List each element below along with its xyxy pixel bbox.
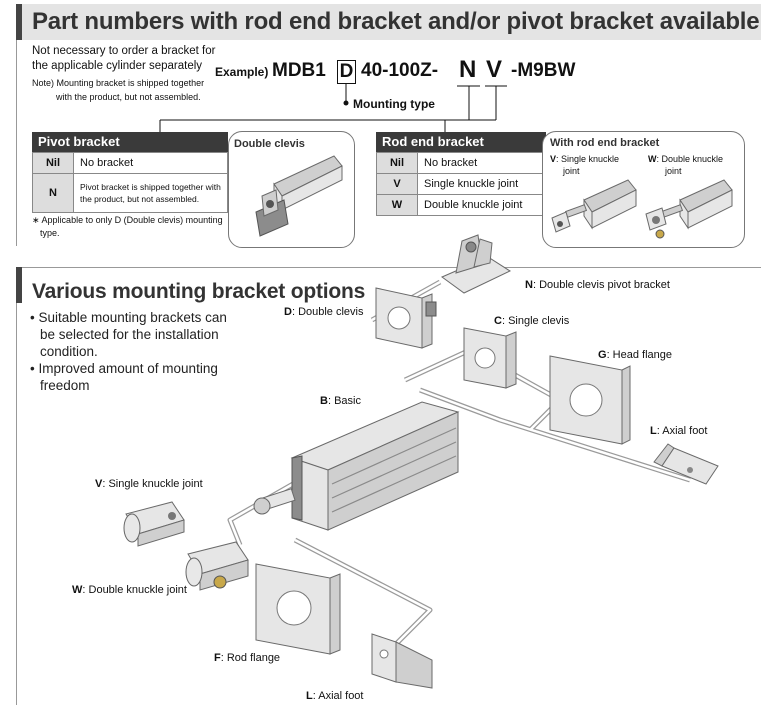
axial-foot-top-image: [653, 443, 719, 485]
double-knuckle-joint-image: [185, 541, 249, 591]
section1-header-bar: [16, 4, 761, 40]
note-main-line1: Not necessary to order a bracket for: [32, 45, 216, 57]
rod-end-key-nil: Nil: [376, 152, 418, 174]
example-pivot-code: N: [459, 56, 477, 83]
head-flange-image: [549, 355, 631, 445]
rod-flange-image: [255, 563, 341, 655]
rod-end-desc-nil: No bracket: [417, 152, 546, 174]
pivot-footnote-line1: ∗ Applicable to only D (Double clevis) m…: [32, 215, 223, 225]
double-clevis-box-title: Double clevis: [234, 138, 305, 150]
mounting-type-label: Mounting type: [353, 97, 435, 111]
double-clevis-bracket-image: [375, 287, 437, 349]
bullet-1-line3: condition.: [40, 344, 98, 359]
label-g: G: Head flange: [598, 349, 672, 361]
pivot-footnote-line2: type.: [40, 228, 60, 238]
rod-end-w-text1: : Double knuckle: [656, 154, 724, 164]
table-row: Nil No bracket: [32, 152, 228, 174]
note-sub-line2: with the product, but not assembled.: [56, 92, 201, 102]
section2-title: Various mounting bracket options: [32, 280, 366, 303]
bullet-1-line1: • Suitable mounting brackets can: [30, 310, 227, 325]
rod-end-desc-w: Double knuckle joint: [417, 194, 546, 216]
label-l-bottom: L: Axial foot: [306, 690, 364, 702]
example-connectors: [159, 84, 507, 132]
single-clevis-bracket-image: [463, 327, 517, 389]
double-clevis-pivot-bracket-image: [440, 234, 512, 294]
section1-header-accent: [16, 4, 22, 40]
rod-end-v-label: V: Single knuckle: [550, 153, 619, 165]
bullet-2-line1: • Improved amount of mounting: [30, 361, 218, 376]
rod-end-box-title: With rod end bracket: [550, 137, 660, 149]
label-l-top: L: Axial foot: [650, 425, 708, 437]
rod-end-v-image: [551, 179, 637, 233]
example-suffix: -M9BW: [511, 60, 576, 81]
pivot-bracket-header: Pivot bracket: [32, 132, 228, 152]
note-sub-line1: Note) Mounting bracket is shipped togeth…: [32, 78, 205, 88]
example-mount-code: D: [337, 60, 356, 84]
section1-title: Part numbers with rod end bracket and/or…: [32, 8, 760, 35]
table-row: N Pivot bracket is shipped together with…: [32, 173, 228, 213]
label-d: D: Double clevis: [284, 306, 364, 318]
example-label: Example): [215, 65, 269, 79]
rod-end-w-image: [645, 179, 733, 239]
example-prefix: MDB1: [272, 60, 326, 81]
rod-end-w-label2: joint: [665, 166, 682, 176]
bullet-2-line2: freedom: [40, 378, 90, 393]
label-f: F: Rod flange: [214, 652, 281, 664]
section2-top-rule: [16, 267, 761, 268]
rod-end-v-label2: joint: [563, 166, 580, 176]
pivot-desc-n: Pivot bracket is shipped together with t…: [73, 173, 228, 213]
rod-end-bracket-header: Rod end bracket: [376, 132, 546, 152]
bullet-1-line2: be selected for the installation: [40, 327, 219, 342]
bullet-2: • Improved amount of mounting freedom: [30, 360, 218, 394]
table-row: W Double knuckle joint: [376, 194, 546, 216]
label-w: W: Double knuckle joint: [72, 584, 187, 596]
pivot-desc-n-line1: Pivot bracket is shipped together with: [80, 182, 221, 192]
rod-end-v-text1: : Single knuckle: [556, 154, 620, 164]
pivot-desc-n-line2: the product, but not assembled.: [80, 194, 200, 204]
bullet-1: • Suitable mounting brackets can be sele…: [30, 309, 227, 360]
section1-left-rule: [16, 40, 17, 246]
rod-end-v-key: V: [550, 154, 557, 164]
label-v: V: Single knuckle joint: [95, 478, 203, 490]
note-main-line2: the applicable cylinder separately: [32, 60, 203, 72]
double-clevis-image: [255, 155, 343, 237]
example-rod-end-code: V: [486, 56, 503, 83]
pivot-key-n: N: [32, 173, 74, 213]
rod-end-w-key: W: [648, 154, 657, 164]
axial-foot-bottom-image: [371, 633, 433, 689]
rod-end-w-label: W: Double knuckle: [648, 153, 723, 165]
label-n: N: Double clevis pivot bracket: [525, 279, 670, 291]
section2-header-accent: [16, 267, 22, 303]
rod-end-key-w: W: [376, 194, 418, 216]
section2-left-rule: [16, 303, 17, 705]
single-knuckle-joint-image: [123, 501, 185, 547]
label-b: B: Basic: [320, 395, 361, 407]
rod-end-bracket-table: Nil No bracket V Single knuckle joint W …: [376, 152, 546, 216]
basic-cylinder-image: [253, 401, 460, 531]
pivot-key-nil: Nil: [32, 152, 74, 174]
label-c: C: Single clevis: [494, 315, 570, 327]
pivot-bracket-table: Nil No bracket N Pivot bracket is shippe…: [32, 152, 228, 213]
example-mid: 40-100Z-: [361, 60, 439, 81]
rod-end-key-v: V: [376, 173, 418, 195]
table-row: Nil No bracket: [376, 152, 546, 174]
